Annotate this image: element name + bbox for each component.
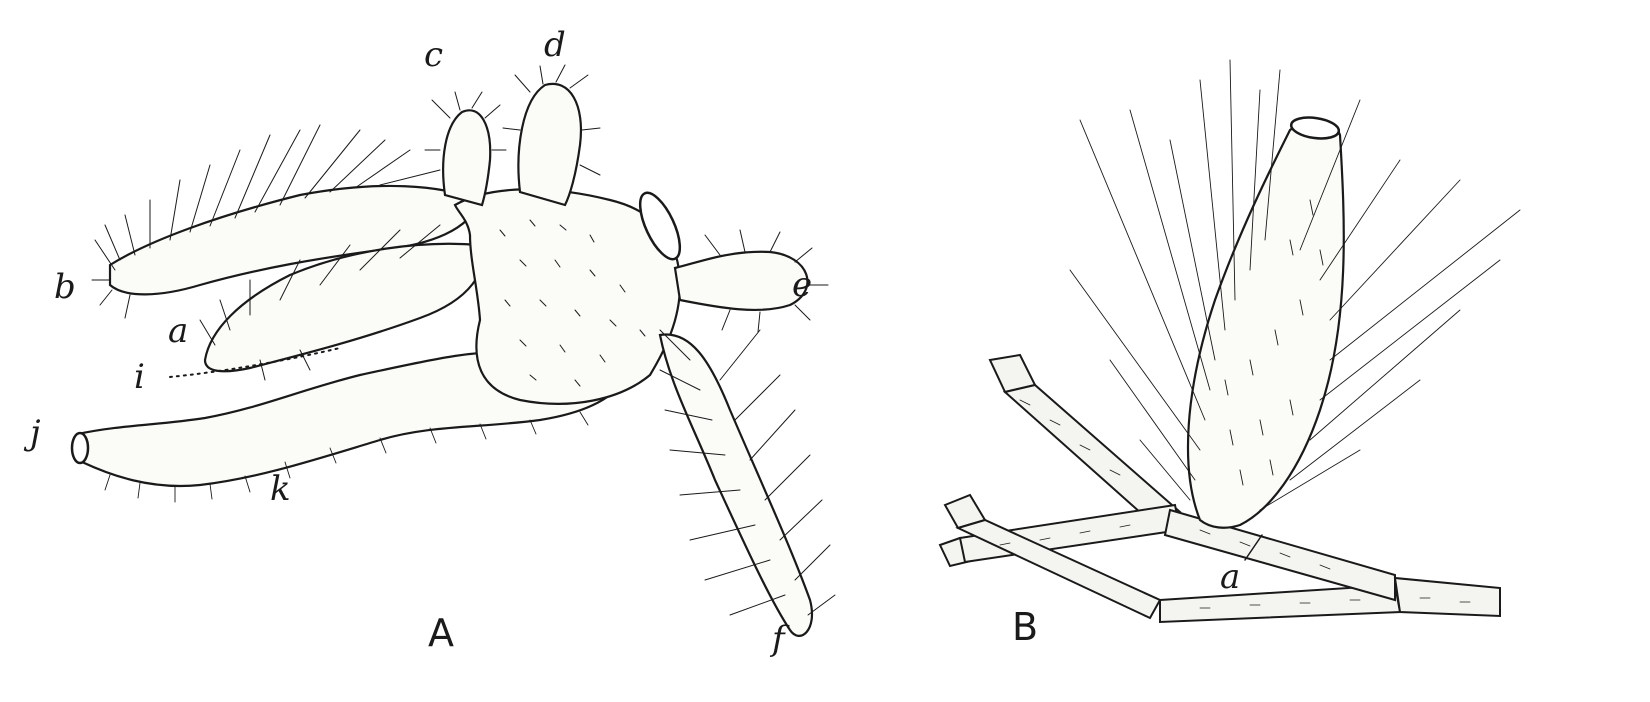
- label-e: e: [792, 265, 812, 305]
- label-b: b: [54, 267, 76, 307]
- panel-a-illustration: [70, 64, 836, 637]
- label-a: a: [168, 311, 188, 351]
- label-k: k: [270, 469, 291, 509]
- panel-label-b: B: [1012, 605, 1038, 649]
- panel-b-labels: a B: [1012, 557, 1240, 649]
- panel-b-illustration: [938, 59, 1521, 624]
- panel-label-a: A: [428, 611, 454, 655]
- label-i: i: [134, 357, 145, 397]
- label-c: c: [424, 35, 443, 75]
- label-b-a: a: [1220, 557, 1240, 597]
- panel-a-labels: b a i j k c d e f A: [23, 25, 812, 659]
- label-d: d: [544, 25, 566, 65]
- label-j: j: [23, 413, 41, 453]
